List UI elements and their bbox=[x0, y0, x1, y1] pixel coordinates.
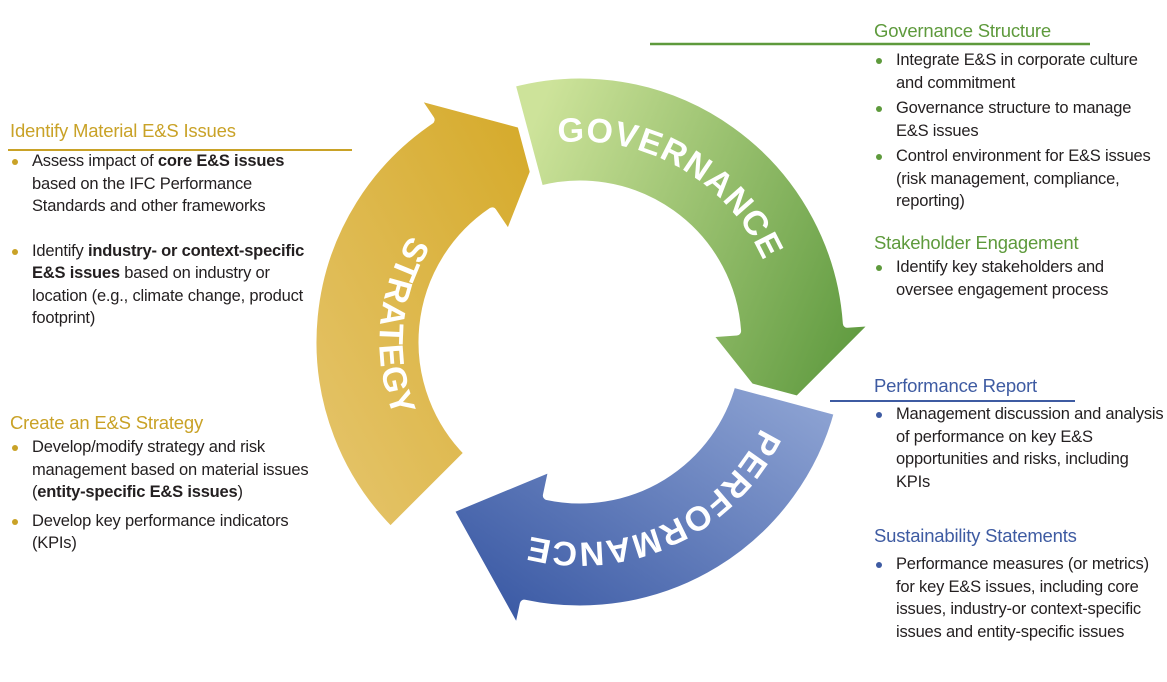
performance-panel: Performance Report Management discussion… bbox=[874, 375, 1164, 641]
heading-governance-structure: Governance Structure bbox=[874, 20, 1051, 41]
text: Assess impact of bbox=[32, 152, 158, 170]
heading-create-strategy: Create an E&S Strategy bbox=[10, 412, 204, 433]
governance-section-stakeholder: Stakeholder Engagement Identify key stak… bbox=[874, 232, 1164, 301]
governance-section-structure: Governance Structure Integrate E&S in co… bbox=[874, 20, 1164, 213]
governance-arrow bbox=[506, 69, 882, 427]
text: based on the IFC Performance Standards a… bbox=[32, 174, 266, 216]
list-item: Develop key performance indicators (KPIs… bbox=[10, 510, 310, 555]
list-item: Assess impact of core E&S issues based o… bbox=[10, 150, 310, 218]
text: Control environment for E&S issues (risk… bbox=[896, 147, 1151, 210]
bullet-icon bbox=[12, 518, 18, 525]
performance-section-report: Performance Report Management discussion… bbox=[874, 375, 1164, 493]
heading-sustainability-statements: Sustainability Statements bbox=[874, 525, 1077, 546]
text: based on industry or location (e.g., cli… bbox=[32, 264, 304, 327]
bullet-icon bbox=[12, 159, 18, 165]
list-item: Develop/modify strategy and risk managem… bbox=[10, 436, 310, 504]
list-item: Identify key stakeholders and oversee en… bbox=[874, 256, 1164, 301]
heading-identify-material-issues: Identify Material E&S Issues bbox=[10, 120, 236, 141]
sustainability-statements-list: Performance measures (or metrics) for ke… bbox=[874, 553, 1164, 643]
governance-structure-list: Integrate E&S in corporate culture and c… bbox=[874, 49, 1164, 213]
strategy-section-create-strategy: Create an E&S Strategy Develop/modify st… bbox=[10, 412, 310, 555]
create-strategy-list: Develop/modify strategy and risk managem… bbox=[10, 436, 310, 555]
bold-text: core E&S issues bbox=[157, 152, 285, 170]
list-item: Integrate E&S in corporate culture and c… bbox=[874, 49, 1164, 94]
bullet-icon bbox=[876, 106, 882, 112]
list-item: Management discussion and analysis of pe… bbox=[874, 403, 1164, 493]
performance-section-statements: Sustainability Statements Performance me… bbox=[874, 525, 1164, 643]
bullet-icon bbox=[876, 562, 882, 568]
performance-report-list: Management discussion and analysis of pe… bbox=[874, 403, 1164, 493]
stakeholder-list: Identify key stakeholders and oversee en… bbox=[874, 256, 1164, 301]
bullet-icon bbox=[12, 248, 18, 255]
material-issues-list: Assess impact of core E&S issues based o… bbox=[10, 150, 310, 330]
list-item: Identify industry- or context-specific E… bbox=[10, 240, 310, 330]
performance-arrow bbox=[444, 378, 844, 638]
bullet-icon bbox=[12, 445, 18, 451]
list-item: Control environment for E&S issues (risk… bbox=[874, 145, 1164, 213]
text: Develop key performance indicators (KPIs… bbox=[32, 511, 289, 553]
text: Management discussion and analysis of pe… bbox=[896, 405, 1164, 491]
bullet-icon bbox=[876, 154, 882, 160]
strategy-section-material-issues: Identify Material E&S Issues Assess impa… bbox=[10, 120, 310, 330]
bullet-icon bbox=[876, 265, 882, 271]
list-item: Performance measures (or metrics) for ke… bbox=[874, 553, 1164, 643]
text: Identify bbox=[32, 241, 88, 260]
bullet-icon bbox=[876, 412, 882, 418]
text: Integrate E&S in corporate culture and c… bbox=[896, 51, 1138, 92]
strategy-arrow bbox=[307, 90, 555, 537]
list-item: Governance structure to manage E&S issue… bbox=[874, 97, 1164, 142]
strategy-panel: Identify Material E&S Issues Assess impa… bbox=[10, 120, 310, 552]
text: Identify key stakeholders and oversee en… bbox=[896, 258, 1109, 299]
bold-text: entity-specific E&S issues bbox=[37, 483, 238, 501]
heading-performance-report: Performance Report bbox=[874, 375, 1037, 396]
governance-panel: Governance Structure Integrate E&S in co… bbox=[874, 20, 1164, 299]
bold-text: industry- or context-specific E&S issues bbox=[32, 241, 305, 283]
text: Performance measures (or metrics) for ke… bbox=[896, 555, 1149, 641]
bullet-icon bbox=[876, 58, 882, 64]
heading-stakeholder-engagement: Stakeholder Engagement bbox=[874, 232, 1079, 253]
text: ) bbox=[237, 483, 244, 501]
text: Develop/modify strategy and risk managem… bbox=[32, 438, 309, 501]
text: Governance structure to manage E&S issue… bbox=[896, 99, 1132, 140]
